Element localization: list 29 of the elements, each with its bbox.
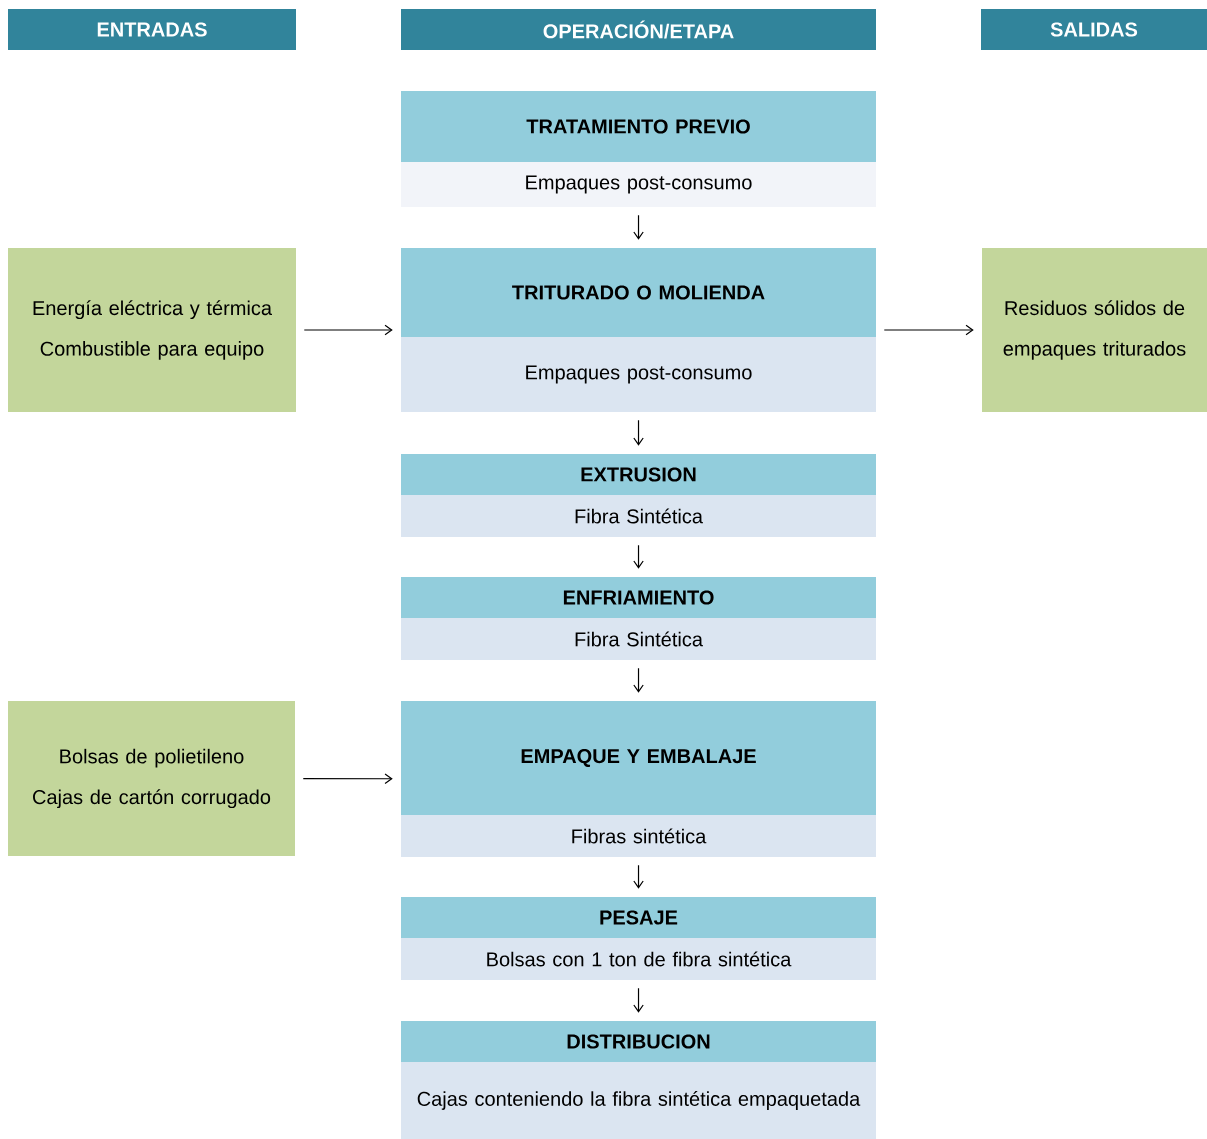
node-label: ENFRIAMIENTO xyxy=(563,590,714,605)
arrow xyxy=(633,214,644,240)
node-label: DISTRIBUCION xyxy=(567,1034,710,1049)
process-box: EXTRUSION Fibra Sintética xyxy=(401,454,876,537)
process-box: PESAJE Bolsas con 1 ton de fibra sintética xyxy=(401,897,876,980)
process-box: TRATAMIENTO PREVIO Empaques post-consumo xyxy=(401,91,876,207)
arrow xyxy=(303,324,393,336)
arrow xyxy=(302,773,393,784)
process-box: ENFRIAMIENTO Fibra Sintética xyxy=(401,577,876,660)
input-box: Energía eléctrica y térmica Combustible para equipo xyxy=(8,248,296,412)
output-box: Residuos sólidos de empaques triturados xyxy=(982,248,1207,412)
column-header: SALIDAS xyxy=(981,9,1207,50)
process-box: DISTRIBUCION Cajas conteniendo la fibra sintética empaquetada xyxy=(401,1021,876,1139)
arrow xyxy=(633,987,644,1013)
node-label: Empaques post-consumo xyxy=(526,365,752,384)
node-label: EXTRUSION xyxy=(581,467,696,482)
node-label: Fibras sintética xyxy=(572,828,707,844)
node-label: Empaques post-consumo xyxy=(526,175,752,194)
arrow xyxy=(633,544,644,569)
arrow xyxy=(633,864,644,889)
input-box: Bolsas de polietileno Cajas de cartón corrugado xyxy=(8,701,295,856)
node-label: PESAJE xyxy=(600,910,678,925)
process-box: EMPAQUE Y EMBALAJE Fibras sintética xyxy=(401,701,876,857)
arrow xyxy=(633,667,644,693)
arrow xyxy=(633,419,644,446)
arrow xyxy=(883,324,974,336)
column-header: ENTRADAS xyxy=(8,9,296,50)
column-header: OPERACIÓN/ETAPA xyxy=(401,9,876,50)
process-box: TRITURADO O MOLIENDA Empaques post-consumo xyxy=(401,248,876,412)
